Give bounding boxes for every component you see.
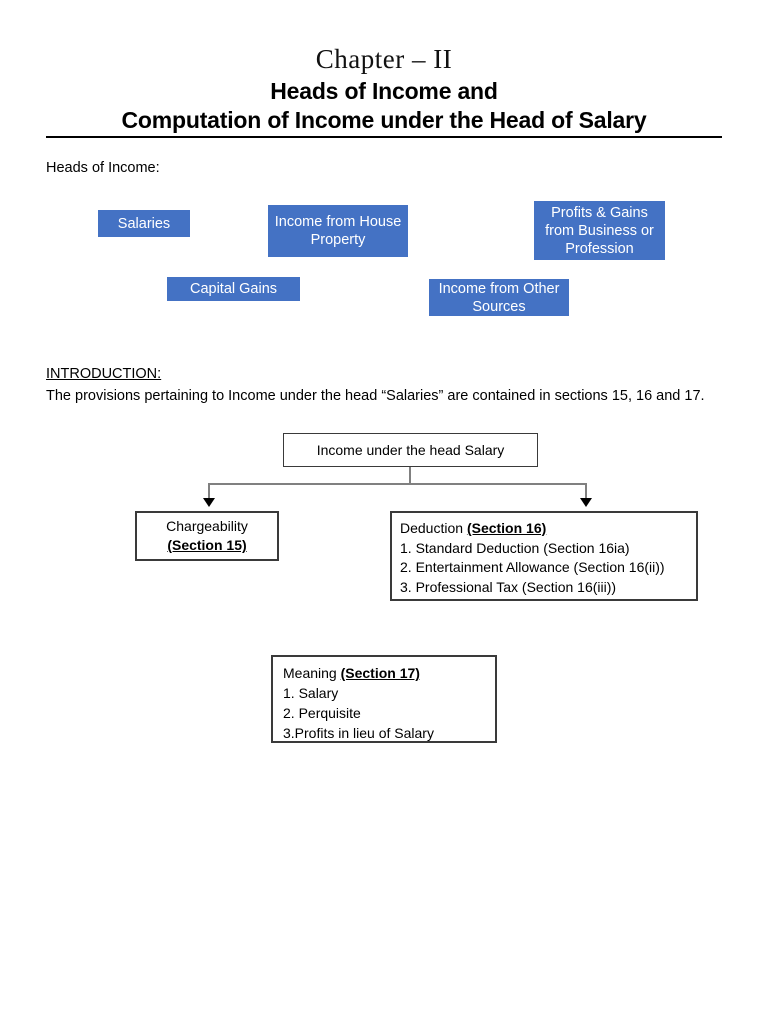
introduction-heading: INTRODUCTION:: [46, 366, 162, 382]
arrow-down-icon-left: [203, 498, 215, 507]
page-title-line-2: Computation of Income under the Head of …: [121, 107, 647, 133]
deduction-item: 2. Entertainment Allowance (Section 16(i…: [400, 559, 665, 575]
meaning-item: 3.Profits in lieu of Salary: [283, 725, 434, 741]
flow-box-chargeability: Chargeability (Section 15): [135, 511, 279, 561]
connector-drop-left: [208, 483, 210, 499]
head-box-salaries: Salaries: [98, 210, 190, 237]
meaning-heading: Meaning (Section 17): [283, 663, 487, 683]
head-box-house-property: Income from House Property: [268, 205, 408, 257]
head-box-capital-gains: Capital Gains: [167, 277, 300, 301]
flow-box-root: Income under the head Salary: [283, 433, 538, 467]
title-divider: [46, 136, 722, 138]
meaning-title: Meaning: [283, 665, 341, 681]
connector-root-stem: [409, 467, 411, 484]
chapter-title: Chapter – II: [315, 44, 453, 74]
meaning-item: 2. Perquisite: [283, 705, 361, 721]
flow-box-meaning: Meaning (Section 17) 1. Salary 2. Perqui…: [271, 655, 497, 743]
page-title-line-1: Heads of Income and: [270, 78, 498, 104]
flow-box-deduction: Deduction (Section 16) 1. Standard Deduc…: [390, 511, 698, 601]
introduction-paragraph: The provisions pertaining to Income unde…: [46, 388, 705, 404]
deduction-title: Deduction: [400, 520, 467, 536]
deduction-item: 3. Professional Tax (Section 16(iii)): [400, 578, 617, 595]
connector-branch-bar: [208, 483, 587, 485]
head-box-other-sources: Income from Other Sources: [429, 279, 569, 316]
arrow-down-icon-right: [580, 498, 592, 507]
meaning-section: (Section 17): [340, 665, 420, 681]
meaning-item: 1. Salary: [283, 685, 339, 701]
head-box-profits-gains-business-profession: Profits & Gains from Business or Profess…: [534, 201, 665, 260]
heads-of-income-label: Heads of Income:: [46, 160, 160, 176]
connector-drop-right: [585, 483, 587, 499]
deduction-section: (Section 16): [466, 520, 547, 536]
deduction-heading: Deduction (Section 16): [400, 519, 688, 539]
deduction-item: 1. Standard Deduction (Section 16ia): [400, 539, 630, 556]
flow-box-root-label: Income under the head Salary: [316, 442, 505, 458]
chargeability-title: Chargeability: [166, 518, 248, 534]
chargeability-section: (Section 15): [167, 537, 247, 553]
